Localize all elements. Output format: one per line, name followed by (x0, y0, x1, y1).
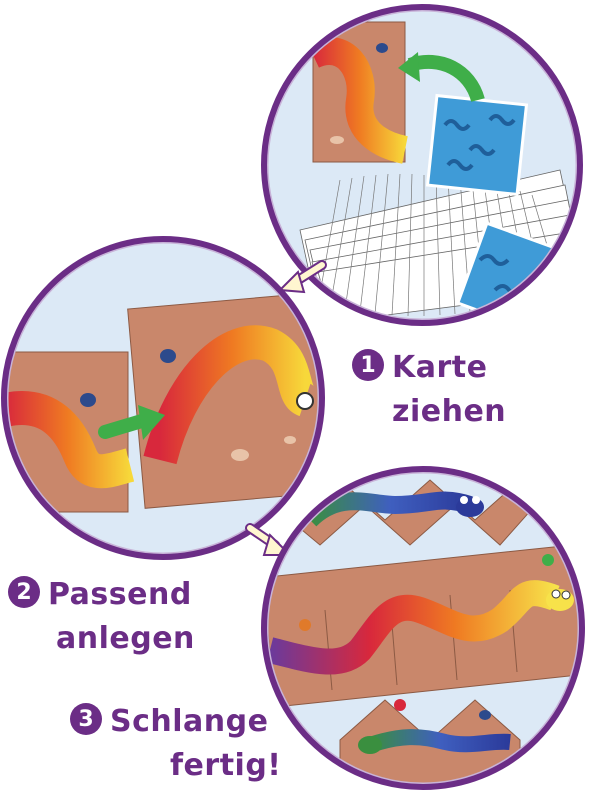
beetle-icon (80, 393, 96, 407)
step-title: anlegen (56, 621, 195, 656)
beetle-icon (160, 349, 176, 363)
step-title: fertig! (170, 748, 282, 783)
beetle-icon (479, 710, 491, 720)
curved-arrow-icon (407, 54, 485, 103)
snake-row-middle (265, 542, 581, 708)
flower-icon (394, 699, 406, 711)
snake-card (127, 291, 321, 509)
step-title: Schlange (110, 704, 269, 739)
step-2-label: 2 Passend anlegen (8, 573, 195, 661)
beetle-icon (376, 43, 388, 53)
step-title: Passend (48, 577, 192, 612)
step-number-badge: 3 (70, 703, 102, 735)
clover-icon (542, 554, 554, 566)
snake-card (307, 21, 409, 164)
step-3-label: 3 Schlange fertig! (70, 700, 281, 788)
step-title: Karte (392, 350, 488, 385)
step2-illustration (1, 236, 325, 560)
flower-icon (299, 619, 311, 631)
step-title: ziehen (392, 394, 507, 429)
card-back (425, 93, 529, 197)
step-number-badge: 1 (352, 349, 384, 381)
step1-illustration (261, 4, 583, 326)
arrow-right-icon (98, 405, 165, 440)
step-number-badge: 2 (8, 576, 40, 608)
pointer-arrow-icon (277, 260, 327, 294)
step3-illustration (261, 466, 585, 790)
step-1-label: 1 Karte ziehen (352, 346, 506, 434)
